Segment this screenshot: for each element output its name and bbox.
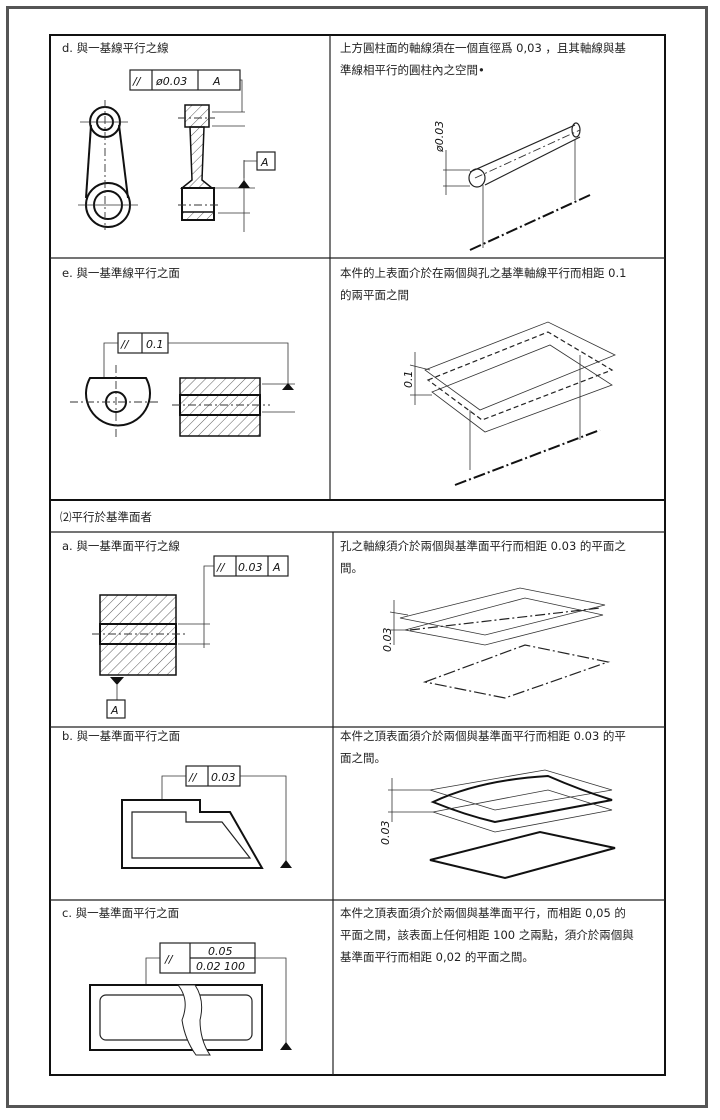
drawing-label: 0.02 100 <box>196 960 245 973</box>
tolerance-zone-sketch: 0.03 <box>379 769 616 880</box>
row-label: e. 與一基準線平行之面 <box>62 266 180 280</box>
datum-label: A <box>260 156 269 169</box>
part-front-view <box>70 365 160 440</box>
drawing-label: 0.05 <box>208 945 233 958</box>
row-label: d. 與一基線平行之線 <box>62 41 169 55</box>
tolerance-frame: // 0.1 <box>103 332 289 384</box>
row-label: c. 與一基準面平行之面 <box>62 906 179 920</box>
row-description-line: 面之間。 <box>340 751 386 765</box>
row-d: d. 與一基線平行之線 上方圓柱面的軸線須在一個直徑爲 0,03 ，且其軸線與基… <box>62 41 626 251</box>
datum-label: A <box>110 704 119 717</box>
tolerance-frame: // 0.03 A <box>203 555 289 648</box>
tolerance-frame: // ø0.03 A <box>129 69 243 112</box>
tolerance-value-label: 0.03 <box>379 821 392 846</box>
part-section-view: A <box>92 594 210 719</box>
row-description-line: 的兩平面之間 <box>340 288 409 302</box>
row-label: b. 與一基準面平行之面 <box>62 729 180 743</box>
row-b: b. 與一基準面平行之面 本件之頂表面須介於兩個與基準面平行而相距 0.03 的… <box>62 729 626 880</box>
table-grid <box>49 34 666 1076</box>
drawing-label: // <box>216 561 226 574</box>
row-description-line: 本件之頂表面須介於兩個與基準面平行，而相距 0,05 的 <box>340 906 626 920</box>
row-description-line: 間。 <box>340 561 363 575</box>
row-description-line: 平面之間，該表面上任何相距 100 之兩點，須介於兩個與 <box>340 928 634 942</box>
row-description-line: 準線相平行的圓柱內之空間• <box>340 63 485 77</box>
row-description-line: 本件的上表面介於在兩個與孔之基準軸線平行而相距 0.1 <box>340 266 626 280</box>
drawing-label: // <box>188 771 198 784</box>
tolerance-zone-sketch: 0.03 <box>381 587 611 699</box>
row-description-line: 基準面平行而相距 0,02 的平面之間。 <box>340 950 534 964</box>
drawing-label: 0.03 <box>211 771 236 784</box>
drawing-label: A <box>272 561 281 574</box>
tolerance-zone-sketch: 0.1 <box>402 321 616 486</box>
drawing-label: ø0.03 <box>155 75 187 88</box>
drawing-label: 0.03 <box>238 561 263 574</box>
drawing-label: 0.1 <box>146 338 164 351</box>
row-description-line: 上方圓柱面的軸線須在一個直徑爲 0,03 ，且其軸線與基 <box>340 41 626 55</box>
connecting-rod-front-view <box>78 100 138 230</box>
tolerance-zone-sketch: ø0.03 <box>433 121 591 251</box>
page-border <box>6 6 708 1108</box>
part-section-view <box>172 377 295 437</box>
drawing-label: // <box>132 75 142 88</box>
row-label: a. 與一基準面平行之線 <box>62 539 180 553</box>
tolerance-value-label: ø0.03 <box>433 121 446 153</box>
tolerance-value-label: 0.1 <box>402 371 415 389</box>
row-e: e. 與一基準線平行之面 本件的上表面介於在兩個與孔之基準軸線平行而相距 0.1… <box>62 266 626 486</box>
row-description-line: 本件之頂表面須介於兩個與基準面平行而相距 0.03 的平 <box>340 729 626 743</box>
tolerance-frame: // 0.03 <box>161 765 287 866</box>
part-outline <box>121 799 292 869</box>
part-outline <box>89 984 292 1056</box>
section-heading: ⑵平行於基準面者 <box>60 510 152 524</box>
connecting-rod-side-view: A <box>178 104 276 232</box>
drawing-label: A <box>212 75 221 88</box>
drawing-label: // <box>120 338 130 351</box>
tolerance-frame: // 0.05 0.02 100 <box>145 942 287 1050</box>
row-c: c. 與一基準面平行之面 本件之頂表面須介於兩個與基準面平行，而相距 0,05 … <box>62 906 634 1056</box>
drawing-label: // <box>164 953 174 966</box>
tolerance-value-label: 0.03 <box>381 628 394 653</box>
row-a: a. 與一基準面平行之線 孔之軸線須介於兩個與基準面平行而相距 0.03 的平面… <box>62 539 626 719</box>
row-description-line: 孔之軸線須介於兩個與基準面平行而相距 0.03 的平面之 <box>340 539 626 553</box>
